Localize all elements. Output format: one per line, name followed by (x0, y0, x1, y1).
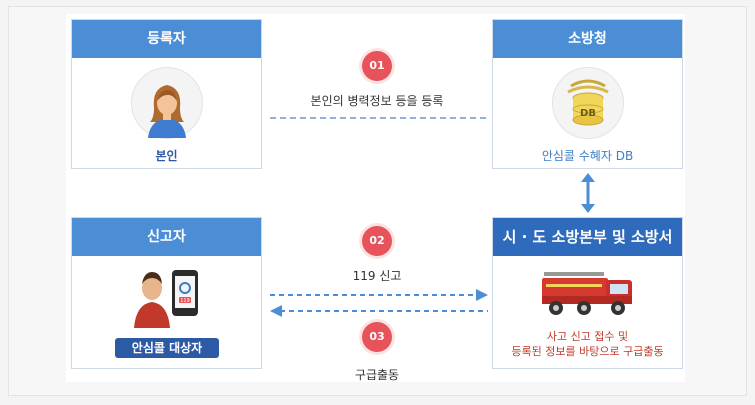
caller-with-phone-icon: 119 (134, 270, 198, 328)
dispatch-arrow-left (270, 305, 488, 317)
reporter-title: 신고자 (72, 218, 261, 256)
report-arrow-right (270, 289, 488, 301)
database-icon: DB (567, 79, 609, 126)
step-01-connector (270, 117, 486, 119)
db-label: 안심콜 수혜자 DB (541, 149, 634, 163)
db-badge: DB (580, 108, 596, 119)
woman-icon (148, 85, 186, 138)
fire-hq-line1: 사고 신고 접수 및 (546, 330, 629, 343)
step-02-text: 119 신고 (352, 269, 402, 283)
reporter-label: 안심콜 대상자 (115, 338, 219, 358)
step-02-badge: 02 (362, 226, 392, 256)
step-01-badge: 01 (362, 51, 392, 81)
registrant-card: 등록자 본인 (71, 19, 262, 169)
registrant-label: 본인 (155, 149, 178, 163)
reporter-card: 신고자 119 안심콜 대상자 (71, 217, 262, 369)
step-03-badge: 03 (362, 322, 392, 352)
fire-hq-line2: 등록된 정보를 바탕으로 구급출동 (511, 345, 664, 358)
step-01-text: 본인의 병력정보 등을 등록 (310, 94, 444, 108)
step-03-text: 구급출동 (354, 368, 400, 382)
fire-agency-card: 소방청 DB 안심콜 수혜자 DB (492, 19, 683, 169)
bidirectional-arrow-icon (581, 173, 595, 213)
fire-agency-title: 소방청 (493, 20, 682, 58)
registrant-avatar-circle (131, 67, 203, 139)
fire-hq-card: 시 · 도 소방본부 및 소방서 사고 신고 접수 및 등록된 정보를 바탕으로… (492, 217, 683, 369)
registrant-title: 등록자 (72, 20, 261, 58)
db-circle: DB (552, 67, 624, 139)
fire-hq-title: 시 · 도 소방본부 및 소방서 (493, 218, 682, 256)
fire-truck-icon (542, 272, 632, 315)
phone-badge: 119 (180, 298, 190, 304)
